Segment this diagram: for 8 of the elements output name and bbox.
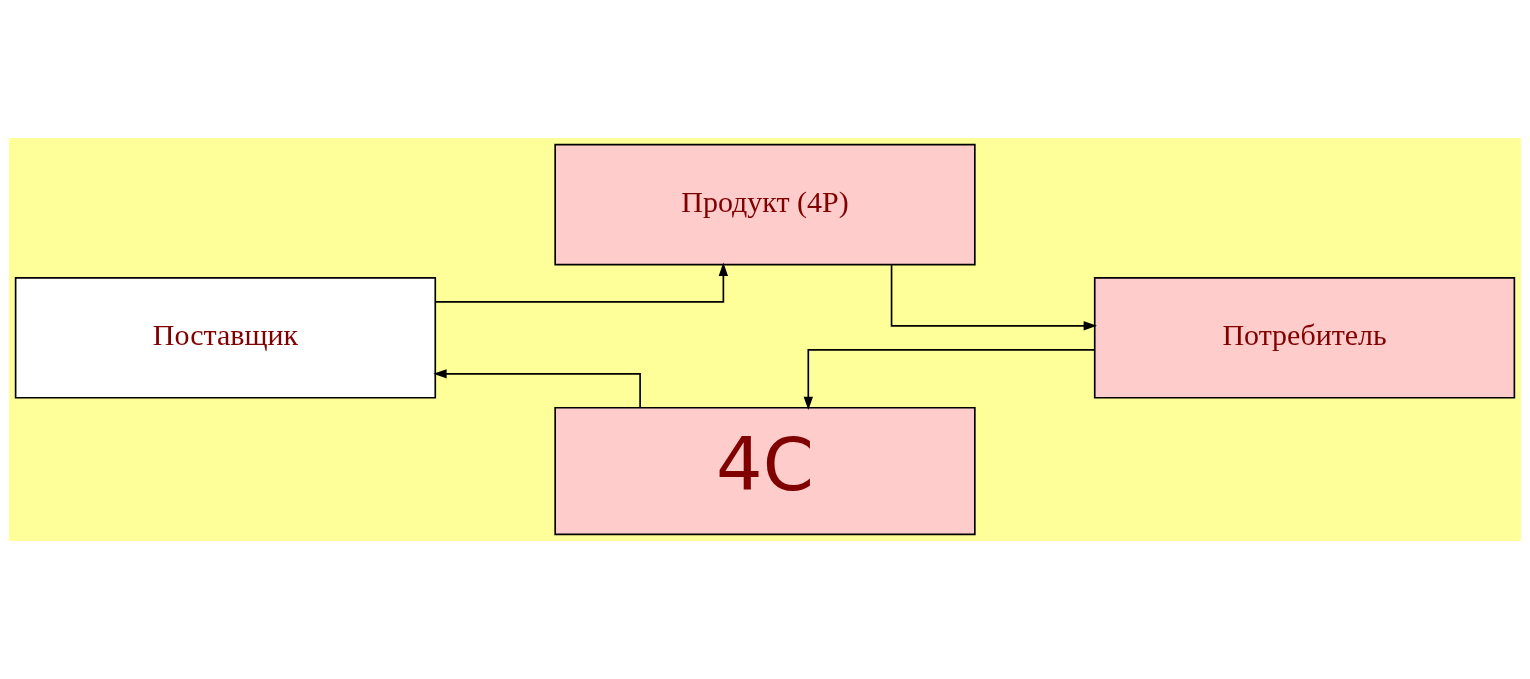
arrow xyxy=(890,264,1097,331)
node-box: Продукт (4P) xyxy=(554,143,976,266)
node-box: Поставщик xyxy=(14,277,437,399)
node-box: 4C xyxy=(554,406,976,536)
arrow xyxy=(433,369,641,409)
arrow xyxy=(435,262,729,303)
node-box: Потребитель xyxy=(1093,277,1516,399)
arrow xyxy=(803,349,1095,411)
